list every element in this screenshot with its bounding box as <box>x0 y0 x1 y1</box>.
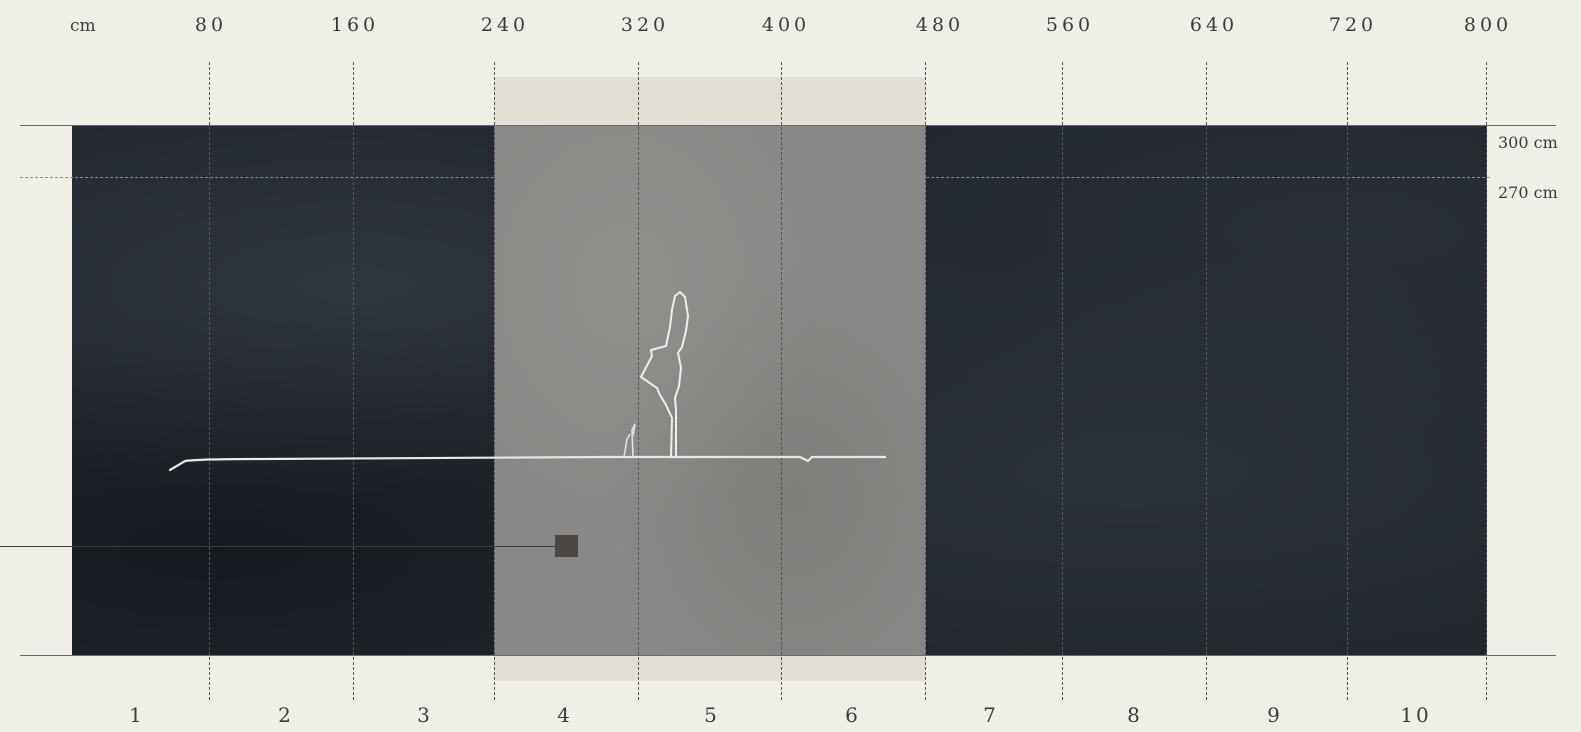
grid-line-480 <box>925 62 926 700</box>
grid-line-400 <box>781 62 782 700</box>
top-edge-line <box>20 125 1556 126</box>
top-tick-label: 800 <box>1463 14 1513 36</box>
scale-unit-label: cm <box>70 16 96 36</box>
height-270-dashed-line <box>20 177 1490 178</box>
panel-number: 6 <box>845 703 861 727</box>
panel-number: 3 <box>417 703 433 727</box>
height-270-label: 270 cm <box>1498 183 1558 202</box>
top-tick-label: 720 <box>1328 14 1378 36</box>
top-tick-label: 320 <box>620 14 670 36</box>
panel-number: 2 <box>278 703 294 727</box>
grid-line-80 <box>209 62 210 700</box>
top-tick-label: 400 <box>761 14 811 36</box>
grid-line-160 <box>353 62 354 700</box>
top-tick-label: 480 <box>915 14 965 36</box>
panel-number: 8 <box>1127 703 1143 727</box>
panel-number: 1 <box>129 703 145 727</box>
panel-number: 5 <box>704 703 720 727</box>
marker-leader-line <box>0 546 556 547</box>
bottom-edge-line <box>20 655 1556 656</box>
panel-number: 9 <box>1267 703 1283 727</box>
position-marker <box>555 535 578 557</box>
panel-number: 7 <box>983 703 999 727</box>
top-tick-label: 240 <box>480 14 530 36</box>
top-tick-label: 80 <box>194 14 228 36</box>
grid-line-240 <box>494 62 495 700</box>
top-tick-label: 640 <box>1189 14 1239 36</box>
grid-line-640 <box>1206 62 1207 700</box>
top-tick-label: 560 <box>1045 14 1095 36</box>
height-300-label: 300 cm <box>1498 133 1558 152</box>
panel-number: 10 <box>1400 703 1432 727</box>
grid-line-560 <box>1062 62 1063 700</box>
top-tick-label: 160 <box>330 14 380 36</box>
grid-line-720 <box>1347 62 1348 700</box>
panel-number: 4 <box>557 703 573 727</box>
highlight-panel <box>494 125 926 656</box>
grid-line-800 <box>1486 62 1487 700</box>
grid-line-320 <box>638 62 639 700</box>
